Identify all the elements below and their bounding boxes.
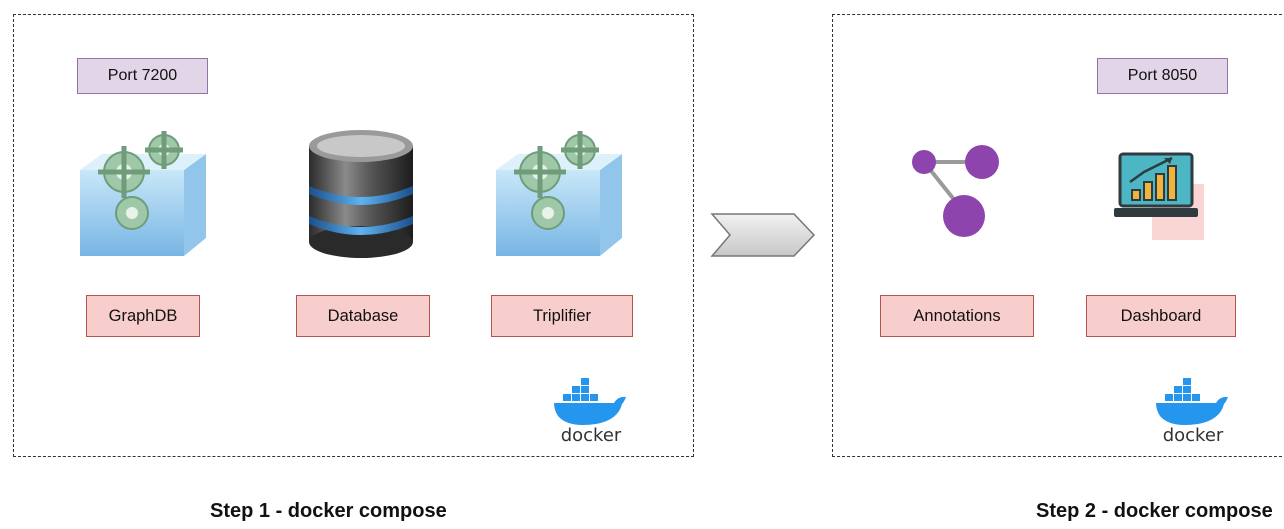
dashboard-label: Dashboard xyxy=(1086,295,1236,337)
triplifier-gears-icon xyxy=(496,131,622,256)
triplifier-label: Triplifier xyxy=(491,295,633,337)
step2-port-tag: Port 8050 xyxy=(1097,58,1228,94)
graph-nodes-icon xyxy=(912,145,999,237)
chevron-arrow-icon xyxy=(710,213,816,257)
step2-caption: Step 2 - docker compose xyxy=(1036,500,1273,522)
step1-compose-group xyxy=(13,14,694,457)
database-cylinder-icon xyxy=(309,130,413,258)
annotations-label: Annotations xyxy=(880,295,1034,337)
step1-port-tag: Port 7200 xyxy=(77,58,208,94)
docker-wordmark: docker xyxy=(1163,425,1224,444)
docker-whale-icon: docker xyxy=(554,378,626,444)
graphdb-label: GraphDB xyxy=(86,295,200,337)
step1-caption: Step 1 - docker compose xyxy=(210,500,447,522)
docker-whale-icon: docker xyxy=(1156,378,1228,444)
graphdb-gears-icon xyxy=(80,131,206,256)
database-label: Database xyxy=(296,295,430,337)
docker-wordmark: docker xyxy=(561,425,622,444)
step2-compose-group xyxy=(832,14,1284,457)
laptop-chart-icon xyxy=(1114,152,1204,240)
